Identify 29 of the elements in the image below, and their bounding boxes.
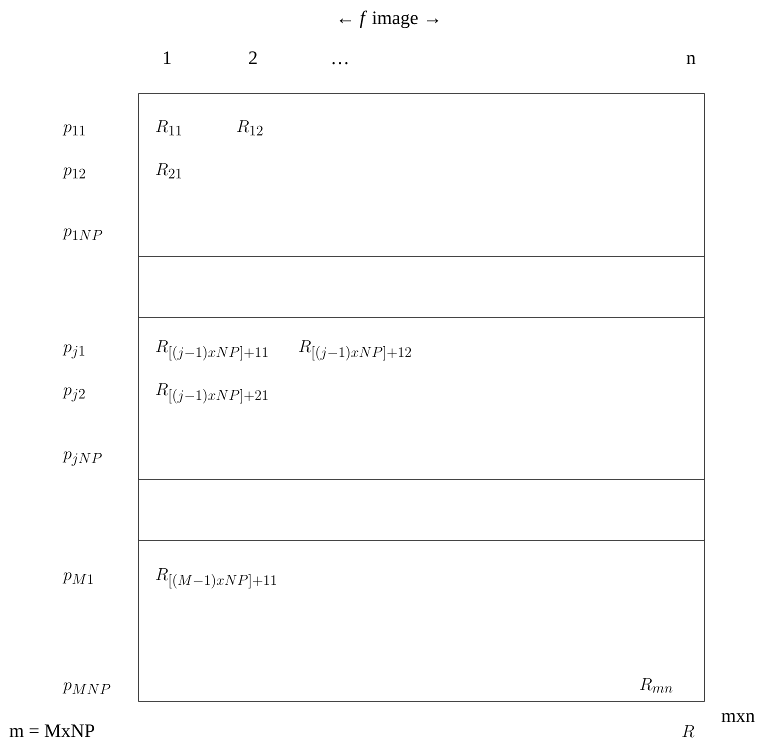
axis-label: 1 [164,51,171,64]
matrix-entry: $R_{[(j-1)xNP]+21}$ [156,383,268,404]
axis-label: m = MxNP [10,724,94,737]
row-label: $p_{jNP}$ [62,451,102,466]
row-label: $p_{MNP}$ [62,682,110,694]
row-label: $p_{M1}$ [62,572,93,584]
axis-label: mxn [722,713,755,722]
matrix-band [138,255,705,318]
row-label: $p_{j2}$ [62,387,85,402]
row-label: $p_{1NP}$ [62,228,102,240]
matrix-band [138,539,705,702]
axis-label: n [686,55,696,64]
matrix-entry: $R_{[(j-1)xNP]+11}$ [156,340,268,360]
matrix-band [138,316,705,480]
matrix-entry: $R_{21}$ [156,163,182,178]
matrix-entry: $R_{[(M-1)xNP]+11}$ [156,568,276,588]
axis-label: 2 [249,51,257,64]
matrix-entry: $R_{11}$ [156,120,182,136]
matrix-entry: $R_{12}$ [237,120,262,136]
axis-label: … [332,62,348,64]
matrix-band [138,478,705,541]
matrix-entry: $R_{mn}$ [640,678,672,693]
row-label: $p_{j1}$ [62,344,84,358]
matrix-band [138,93,705,257]
row-label: $p_{11}$ [62,124,85,136]
row-label: $p_{12}$ [62,167,86,178]
matrix-entry: $R_{[(j-1)xNP]+12}$ [299,340,411,360]
axis-label: ← f image → [340,10,438,28]
row-label: $R$ [682,725,694,738]
